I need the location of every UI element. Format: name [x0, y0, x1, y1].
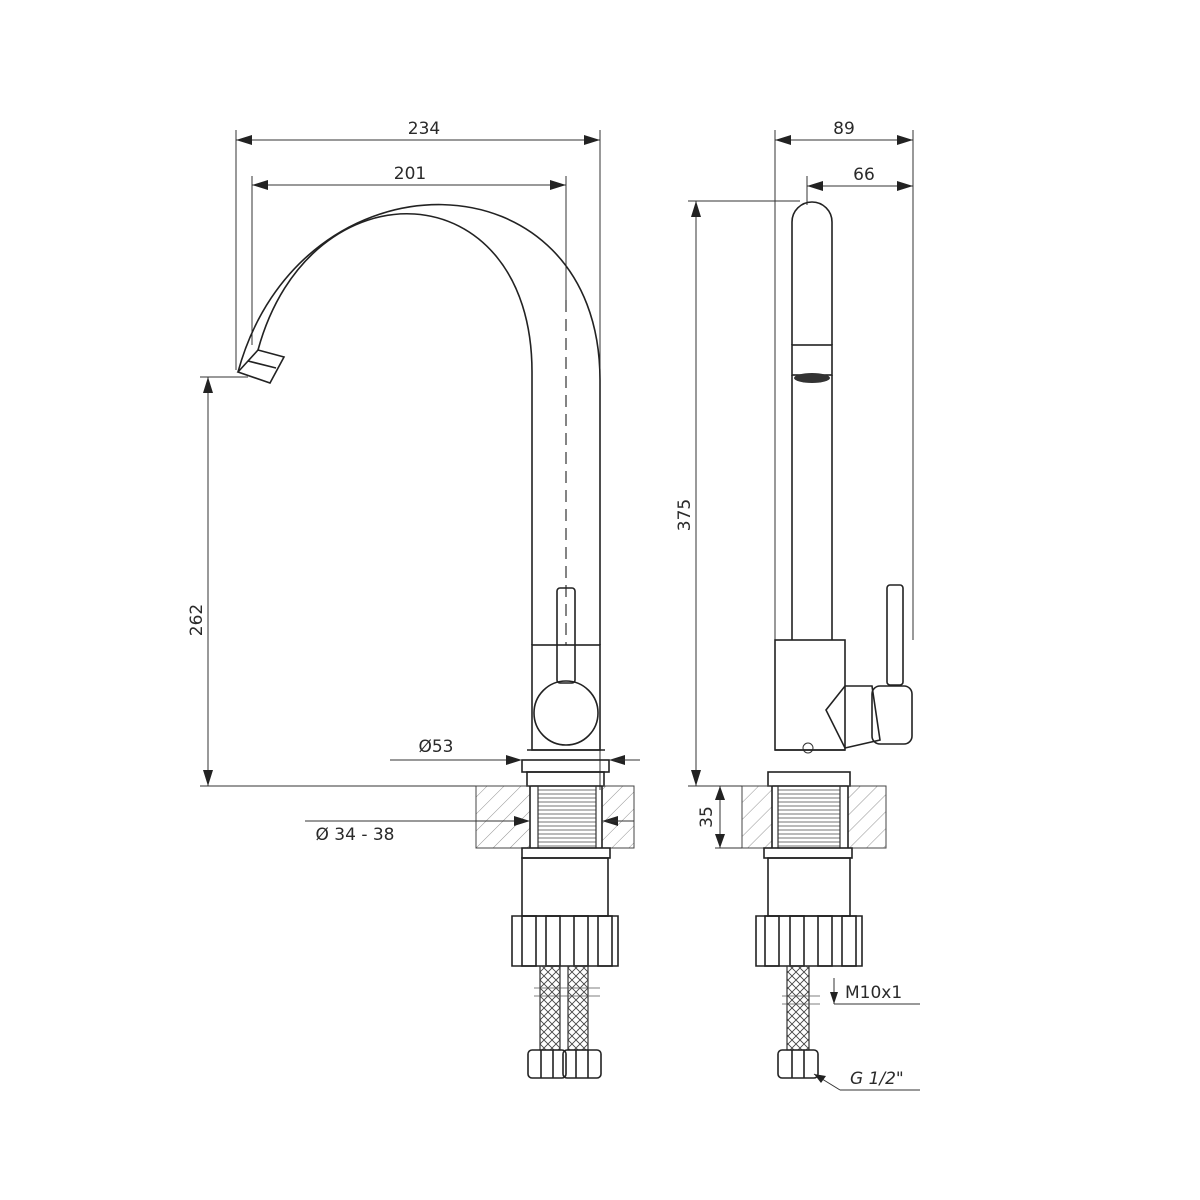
- dim-35: 35: [697, 785, 742, 849]
- dim-262: 262: [187, 376, 530, 787]
- side-spout: [791, 201, 833, 640]
- dim-d34-38: Ø 34 - 38: [305, 816, 634, 845]
- label-g-half: G 1/2": [850, 1069, 904, 1089]
- dim-label-375: 375: [675, 499, 695, 531]
- front-mounting-nut: [511, 847, 619, 1079]
- dim-label-89: 89: [833, 119, 855, 139]
- label-m10x1: M10x1: [845, 983, 902, 1003]
- dim-89: 89: [774, 119, 914, 640]
- side-view: 89 66 375: [675, 119, 920, 1091]
- side-body: [767, 584, 913, 787]
- dim-375: 375: [675, 200, 800, 787]
- side-countertop: [741, 785, 887, 849]
- dim-201: 201: [251, 164, 567, 345]
- front-body: [521, 587, 610, 787]
- front-countertop: [475, 785, 635, 849]
- dim-label-262: 262: [187, 604, 207, 636]
- front-spout: [236, 203, 601, 645]
- dim-66: 66: [806, 165, 913, 205]
- dim-label-66: 66: [853, 165, 875, 185]
- dim-label-d53: Ø53: [418, 737, 453, 757]
- dim-d53: Ø53: [390, 737, 640, 765]
- side-mounting-nut: [755, 847, 863, 1079]
- callout-m10x1: M10x1: [830, 978, 920, 1005]
- front-view: 234 201: [187, 119, 640, 1079]
- dim-label-201: 201: [394, 164, 426, 184]
- dim-label-35: 35: [697, 806, 717, 828]
- dim-label-d34-38: Ø 34 - 38: [316, 825, 395, 845]
- callout-g-half: G 1/2": [813, 1069, 920, 1091]
- dim-label-234: 234: [408, 119, 440, 139]
